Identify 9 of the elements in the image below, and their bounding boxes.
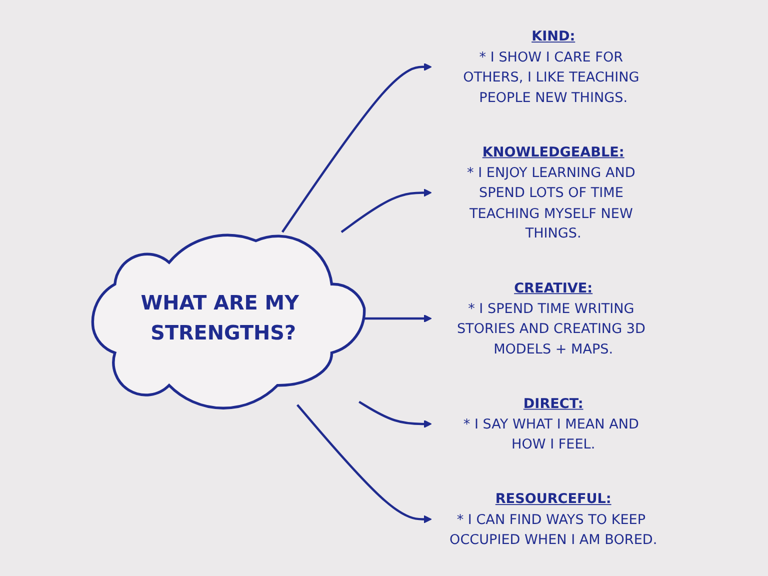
- arrow: [296, 404, 432, 524]
- node-text: KIND: * I SHOW I CARE FOR OTHERS, I LIKE TEACHING PEOPLE NEW THINGS.: [463, 28, 640, 106]
- arrow: [340, 188, 432, 233]
- node-text: KNOWLEDGEABLE: * I ENJOY LEARNING AND SPEND LOTS OF TIME TEACHING MYSELF NEW THINGS.: [467, 144, 636, 242]
- node-text: DIRECT: * I SAY WHAT I MEAN AND HOW I FEEL.: [463, 395, 639, 452]
- arrow: [281, 62, 432, 233]
- arrow: [358, 400, 432, 428]
- node-text: CREATIVE: * I SPEND TIME WRITING STORIES AND CREATING 3D MODELS + MAPS.: [456, 280, 646, 357]
- node-text: RESOURCEFUL: * I CAN FIND WAYS TO KEEP OCCUPIED WHEN I AM BORED.: [450, 490, 658, 548]
